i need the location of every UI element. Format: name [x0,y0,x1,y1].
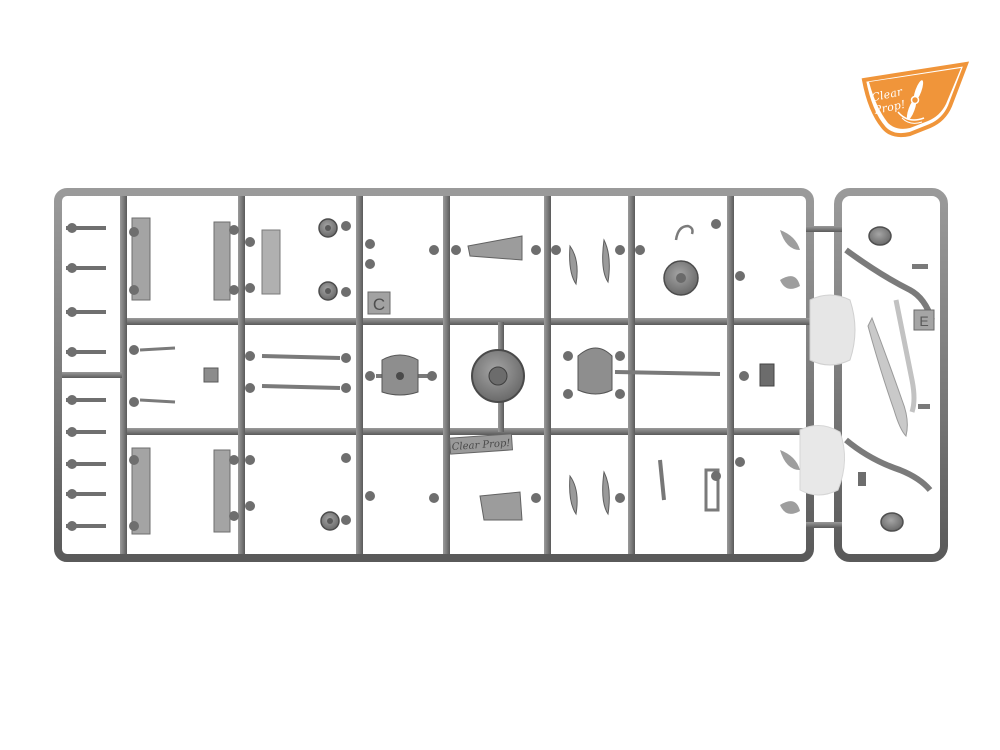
gate-nubs [129,219,749,531]
clear-prop-logo [861,61,970,138]
logo-wordmark: Clear Prop! [860,62,970,142]
parts-center: C Clear Prop! [367,235,613,521]
parts-wheels [318,218,699,531]
molded-script: Clear Prop! [451,438,510,453]
parts-panels [131,217,281,535]
sprue-frame-side: E [799,188,948,562]
logo-text: Clear Prop! [870,73,963,117]
molded-letter-c: C [373,295,385,314]
sprue-frame-main [54,188,814,562]
parts-left-column [66,223,106,531]
parts-right [658,224,800,514]
propeller-icon [906,80,924,120]
molded-letter-e: E [919,313,928,329]
